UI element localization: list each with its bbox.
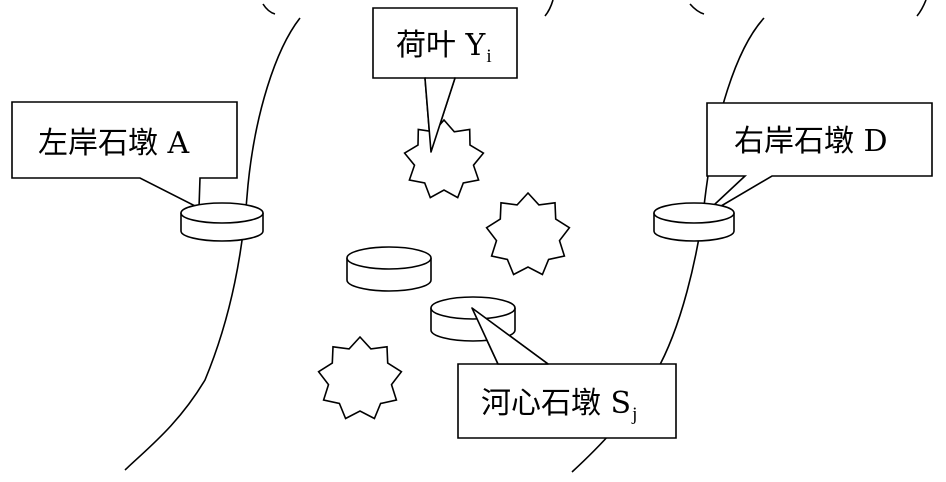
callout-river-pier-pointer: [471, 307, 549, 365]
callout-lotus-leaf-pointer: [424, 77, 456, 153]
stone-pier-left-bank: [180, 202, 264, 242]
lotus-leaf-3: [317, 335, 403, 420]
callout-left-bank-pier: 左岸石墩 A: [11, 101, 238, 210]
callout-river-pier-label: 河心石墩 Sj: [481, 386, 637, 425]
left-bank-line: [124, 17, 301, 471]
lotus-leaf-2: [485, 191, 571, 276]
stone-pier-right-bank: [653, 202, 735, 242]
stone-pier-river-1: [346, 246, 432, 292]
callout-right-bank-pier-label: 右岸石墩 D: [734, 124, 888, 159]
lotus-leaf-1: [403, 118, 485, 199]
callout-lotus-leaf-label: 荷叶 Yi: [396, 28, 492, 67]
callout-left-bank-pier-label: 左岸石墩 A: [38, 126, 190, 161]
callout-right-bank-pier: 右岸石墩 D: [698, 102, 933, 220]
top-clipped-text-remnants: [262, 0, 927, 17]
